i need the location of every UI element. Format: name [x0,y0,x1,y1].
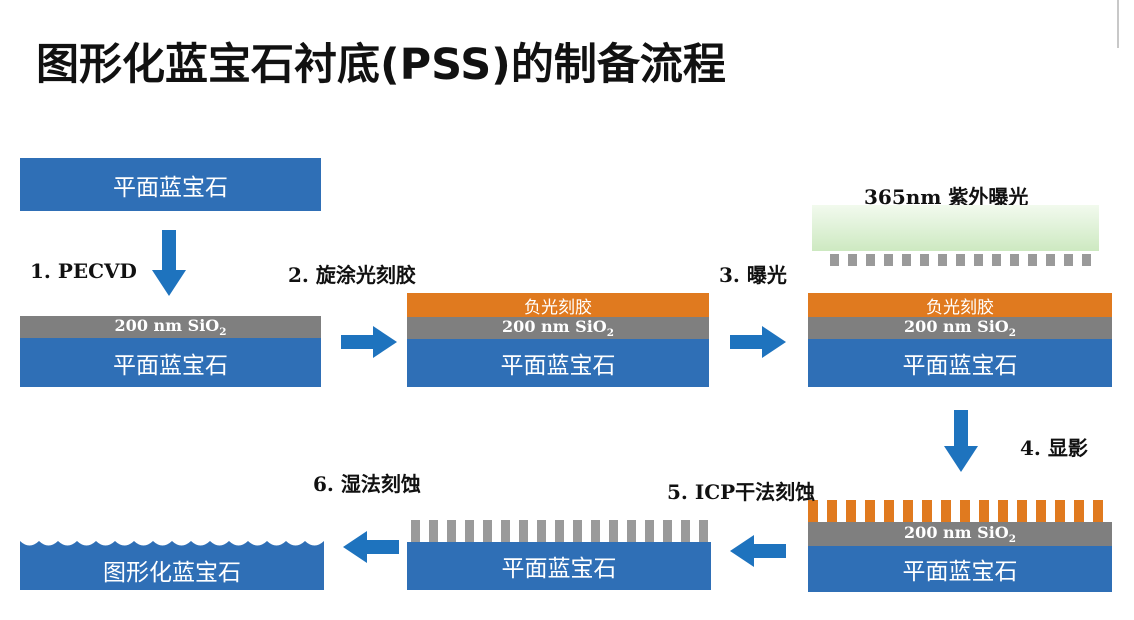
step-1-label: 1. PECVD [30,259,137,283]
photoresist-layer-3: 负光刻胶 [808,293,1112,318]
arrow-down-2-icon [944,410,978,472]
photomask [830,254,1091,266]
sapphire-initial: 平面蓝宝石 [20,158,321,211]
sio2-layer-3: 200 nm SiO2 [808,317,1112,339]
sio2-label-1: 200 nm SiO2 [114,315,227,339]
arrow-left-1-icon [730,535,786,567]
sapphire-layer-1: 平面蓝宝石 [20,338,321,387]
step-4-label: 4. 显影 [1020,436,1088,460]
sio2-layer-4: 200 nm SiO2 [808,522,1112,546]
sio2-layer-2: 200 nm SiO2 [407,317,709,339]
arrow-left-2-icon [343,531,399,563]
step-6-label: 6. 湿法刻蚀 [313,472,421,496]
photoresist-layer-2: 负光刻胶 [407,293,709,318]
window-edge-divider [1117,0,1119,48]
page-title: 图形化蓝宝石衬底(PSS)的制备流程 [36,40,726,90]
sio2-layer-1: 200 nm SiO2 [20,316,321,338]
arrow-down-1-icon [152,230,186,296]
step-5-label: 5. ICP干法刻蚀 [667,480,816,504]
sapphire-layer-4: 平面蓝宝石 [808,546,1112,592]
step-3-label: 3. 曝光 [719,263,787,287]
sapphire-layer-3: 平面蓝宝石 [808,339,1112,387]
sio2-label-4: 200 nm SiO2 [904,522,1016,546]
sio2-label-3: 200 nm SiO2 [904,316,1016,340]
patterned-surface-scallops [20,541,324,550]
sapphire-layer-5: 平面蓝宝石 [407,542,711,590]
sapphire-layer-2: 平面蓝宝石 [407,339,709,387]
patterned-sapphire-layer: 图形化蓝宝石 [20,549,324,590]
uv-light-source [812,205,1099,251]
sio2-label-2: 200 nm SiO2 [502,316,614,340]
step-2-label: 2. 旋涂光刻胶 [288,263,416,287]
arrow-right-2-icon [730,326,786,358]
etched-sio2-pattern [411,520,708,542]
arrow-right-1-icon [341,326,397,358]
developed-resist-pattern [808,500,1103,522]
